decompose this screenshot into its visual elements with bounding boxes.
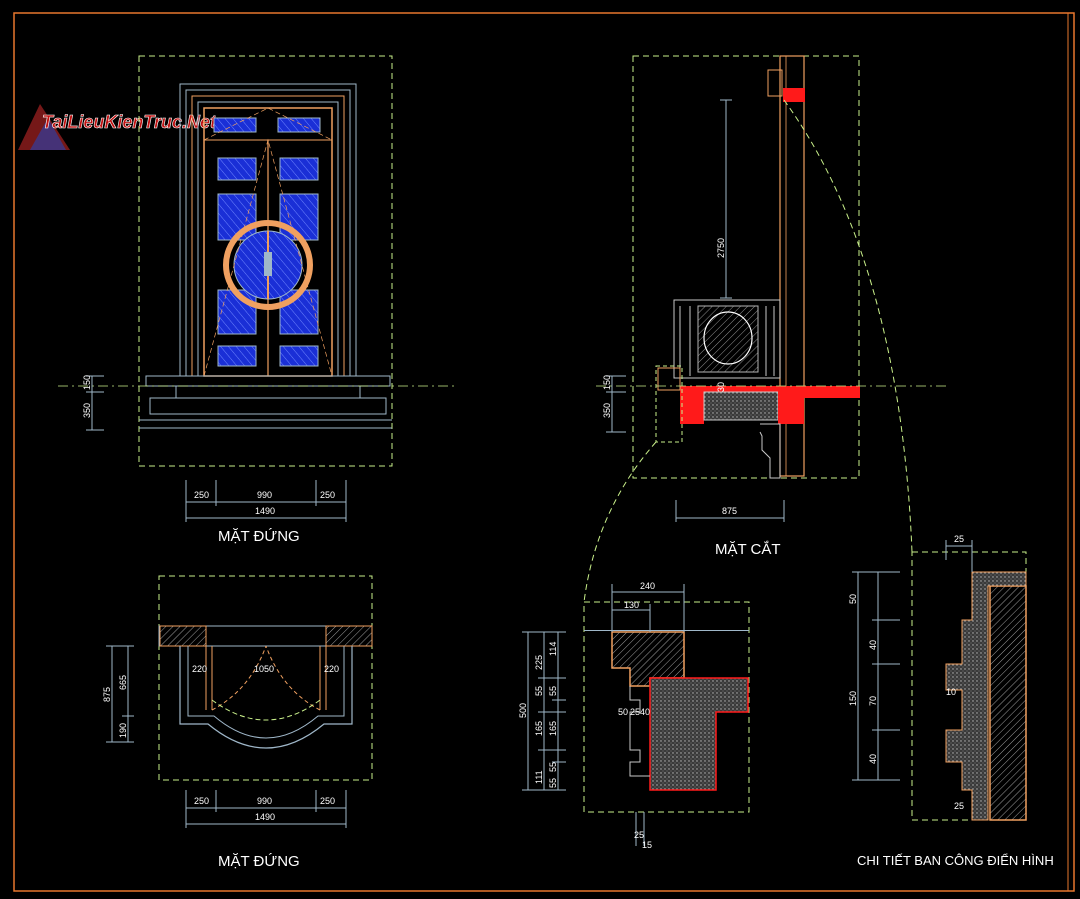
detail-left-dim-v-e: 165	[534, 721, 544, 736]
detail-right-view: 25 50 40 150 70 40 10 25 CHI TIẾT BAN CÔ…	[848, 534, 1054, 868]
plan-view: 220 1050 220 875 665 190 250 990 250 149…	[102, 575, 373, 870]
detail-left-dim-v-i: 55	[548, 778, 558, 788]
plan-dim-total: 1490	[255, 812, 275, 822]
elev-dim-right: 250	[320, 490, 335, 500]
elev-dim-total: 1490	[255, 506, 275, 516]
lintel-cut	[783, 88, 805, 102]
detail-left-view: 240 130 500 225 114 55 55 165 165 111 55…	[518, 581, 750, 850]
detail-left-dim-v-g: 111	[534, 770, 544, 784]
detail-left-dim-v-total: 500	[518, 703, 528, 718]
detail-right-render	[945, 571, 1027, 821]
transom-glass-right	[277, 117, 321, 133]
plan-dim-right: 250	[320, 796, 335, 806]
section-dim-h2: 350	[602, 403, 612, 418]
detail-right-dim-v1: 50	[848, 594, 858, 604]
detail-left-dim-v-c: 55	[534, 686, 544, 696]
detail-right-dim-v2: 40	[868, 640, 878, 650]
plan-balcony-outline	[179, 646, 353, 749]
detail-left-dim-v-f: 165	[548, 721, 558, 736]
plan-dim-side-left: 220	[192, 664, 207, 674]
plan-dim-opening: 1050	[254, 664, 274, 674]
plan-dim-v-total: 875	[102, 687, 112, 702]
door-handle	[264, 252, 272, 276]
detail-right-dim-bottom: 25	[954, 801, 964, 811]
detail-left-dashed-bounds	[583, 601, 750, 813]
detail-left-dim-v-a: 225	[534, 655, 544, 670]
balustrade	[673, 299, 781, 379]
plan-dim-left: 250	[194, 796, 209, 806]
plan-title: MẶT ĐỨNG	[218, 853, 300, 870]
detail-right-title: CHI TIẾT BAN CÔNG ĐIỂN HÌNH	[857, 853, 1054, 868]
section-dim-h1: 150	[602, 375, 612, 390]
section-dim-bottom: 875	[722, 506, 737, 516]
detail-right-dim-mid: 10	[946, 687, 956, 697]
detail-left-dim-inner2: 2540	[630, 707, 650, 717]
detail-left-slab	[649, 677, 749, 791]
plan-dim-v-lower: 190	[118, 723, 128, 738]
sheet-border	[13, 12, 1075, 892]
detail-right-dim-v4: 70	[868, 696, 878, 706]
elev-dim-h1: 150	[82, 375, 92, 390]
section-title: MẶT CẮT	[715, 540, 781, 558]
front-elevation-title: MẶT ĐỨNG	[218, 528, 300, 545]
plan-dim-v-upper: 665	[118, 675, 128, 690]
detail-left-dim-inner: 50	[618, 707, 628, 717]
elev-dim-h2: 350	[82, 403, 92, 418]
plan-dim-middle: 990	[257, 796, 272, 806]
detail-left-dim-bot1: 25	[634, 830, 644, 840]
front-elevation-view: 150 350 250 990 250 1490 MẶT ĐỨNG	[58, 55, 456, 545]
section-dashed-bounds	[632, 55, 860, 479]
detail-right-dim-v3: 150	[848, 691, 858, 706]
elevation-dashed-bounds	[138, 55, 393, 467]
detail-left-dim-v-b: 114	[548, 642, 558, 656]
detail-left-dim-v-d: 55	[548, 686, 558, 696]
detail-left-dim-top: 240	[640, 581, 655, 591]
watermark-text: TaiLieuKienTruc.Net	[42, 112, 217, 132]
door-ring-ornament	[223, 220, 313, 310]
detail-left-dim-top-inner: 130	[624, 600, 639, 610]
plan-wall-left	[159, 625, 207, 647]
section-view: 2750 150 350 30 875 MẶT CẮT	[583, 55, 950, 603]
plan-dim-side-right: 220	[324, 664, 339, 674]
detail-right-wall	[989, 585, 1027, 821]
watermark-logo: TaiLieuKienTruc.Net	[18, 104, 217, 150]
plan-wall-right	[325, 625, 373, 647]
detail-left-dim-v-h: 55	[548, 762, 558, 772]
detail-right-dashed-bounds	[911, 551, 1027, 821]
detail-right-dim-v5: 40	[868, 754, 878, 764]
elev-dim-left: 250	[194, 490, 209, 500]
plan-dashed-bounds	[158, 575, 373, 781]
section-dim-height: 2750	[716, 238, 726, 258]
section-dim-small: 30	[716, 382, 726, 392]
transom-glass-left	[213, 117, 257, 133]
section-wall	[779, 55, 805, 477]
elev-dim-middle: 990	[257, 490, 272, 500]
detail-left-dim-bot2: 15	[642, 840, 652, 850]
detail-right-dim-top: 25	[954, 534, 964, 544]
